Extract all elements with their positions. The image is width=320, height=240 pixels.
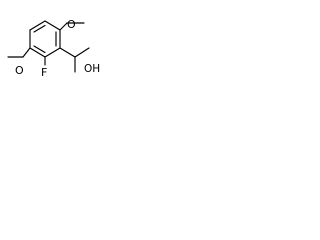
fluorine-label: F bbox=[41, 66, 47, 79]
bottom-oxygen-label: O bbox=[15, 64, 24, 77]
molecule-structure: O F O OH bbox=[7, 18, 100, 79]
substituent-bonds bbox=[7, 22, 90, 73]
benzene-ring bbox=[29, 20, 61, 58]
molecule-canvas: O F O OH bbox=[0, 0, 106, 94]
hydroxyl-label: OH bbox=[84, 63, 100, 75]
top-oxygen-label: O bbox=[67, 18, 76, 31]
